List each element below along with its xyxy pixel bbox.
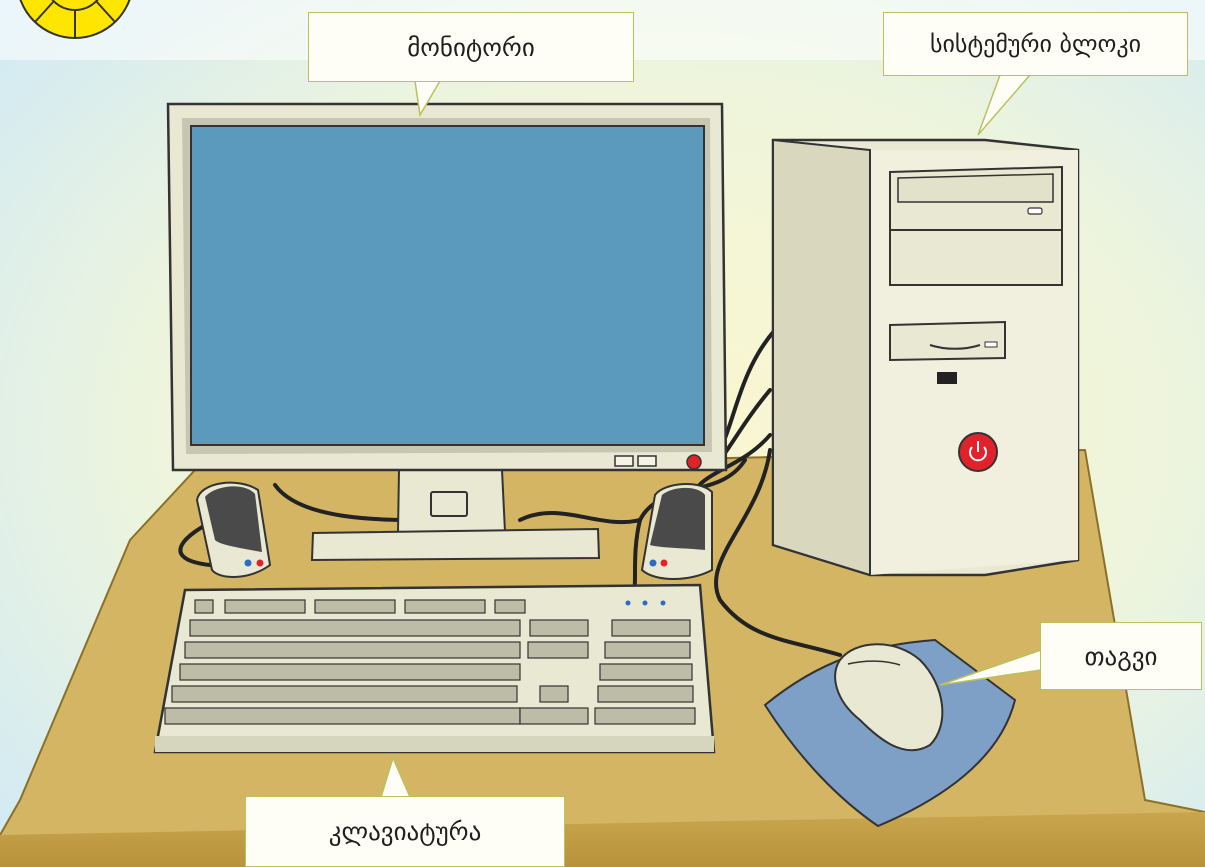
system-unit-label: სისტემური ბლოკი [883, 12, 1188, 76]
keyboard-label: კლავიატურა [245, 796, 565, 867]
mouse-label: თაგვი [1040, 622, 1202, 690]
system-unit [773, 140, 1078, 575]
monitor-power-icon [687, 455, 701, 469]
monitor-label: მონიტორი [308, 12, 634, 82]
monitor-screen [191, 126, 704, 445]
keyboard [155, 585, 714, 752]
